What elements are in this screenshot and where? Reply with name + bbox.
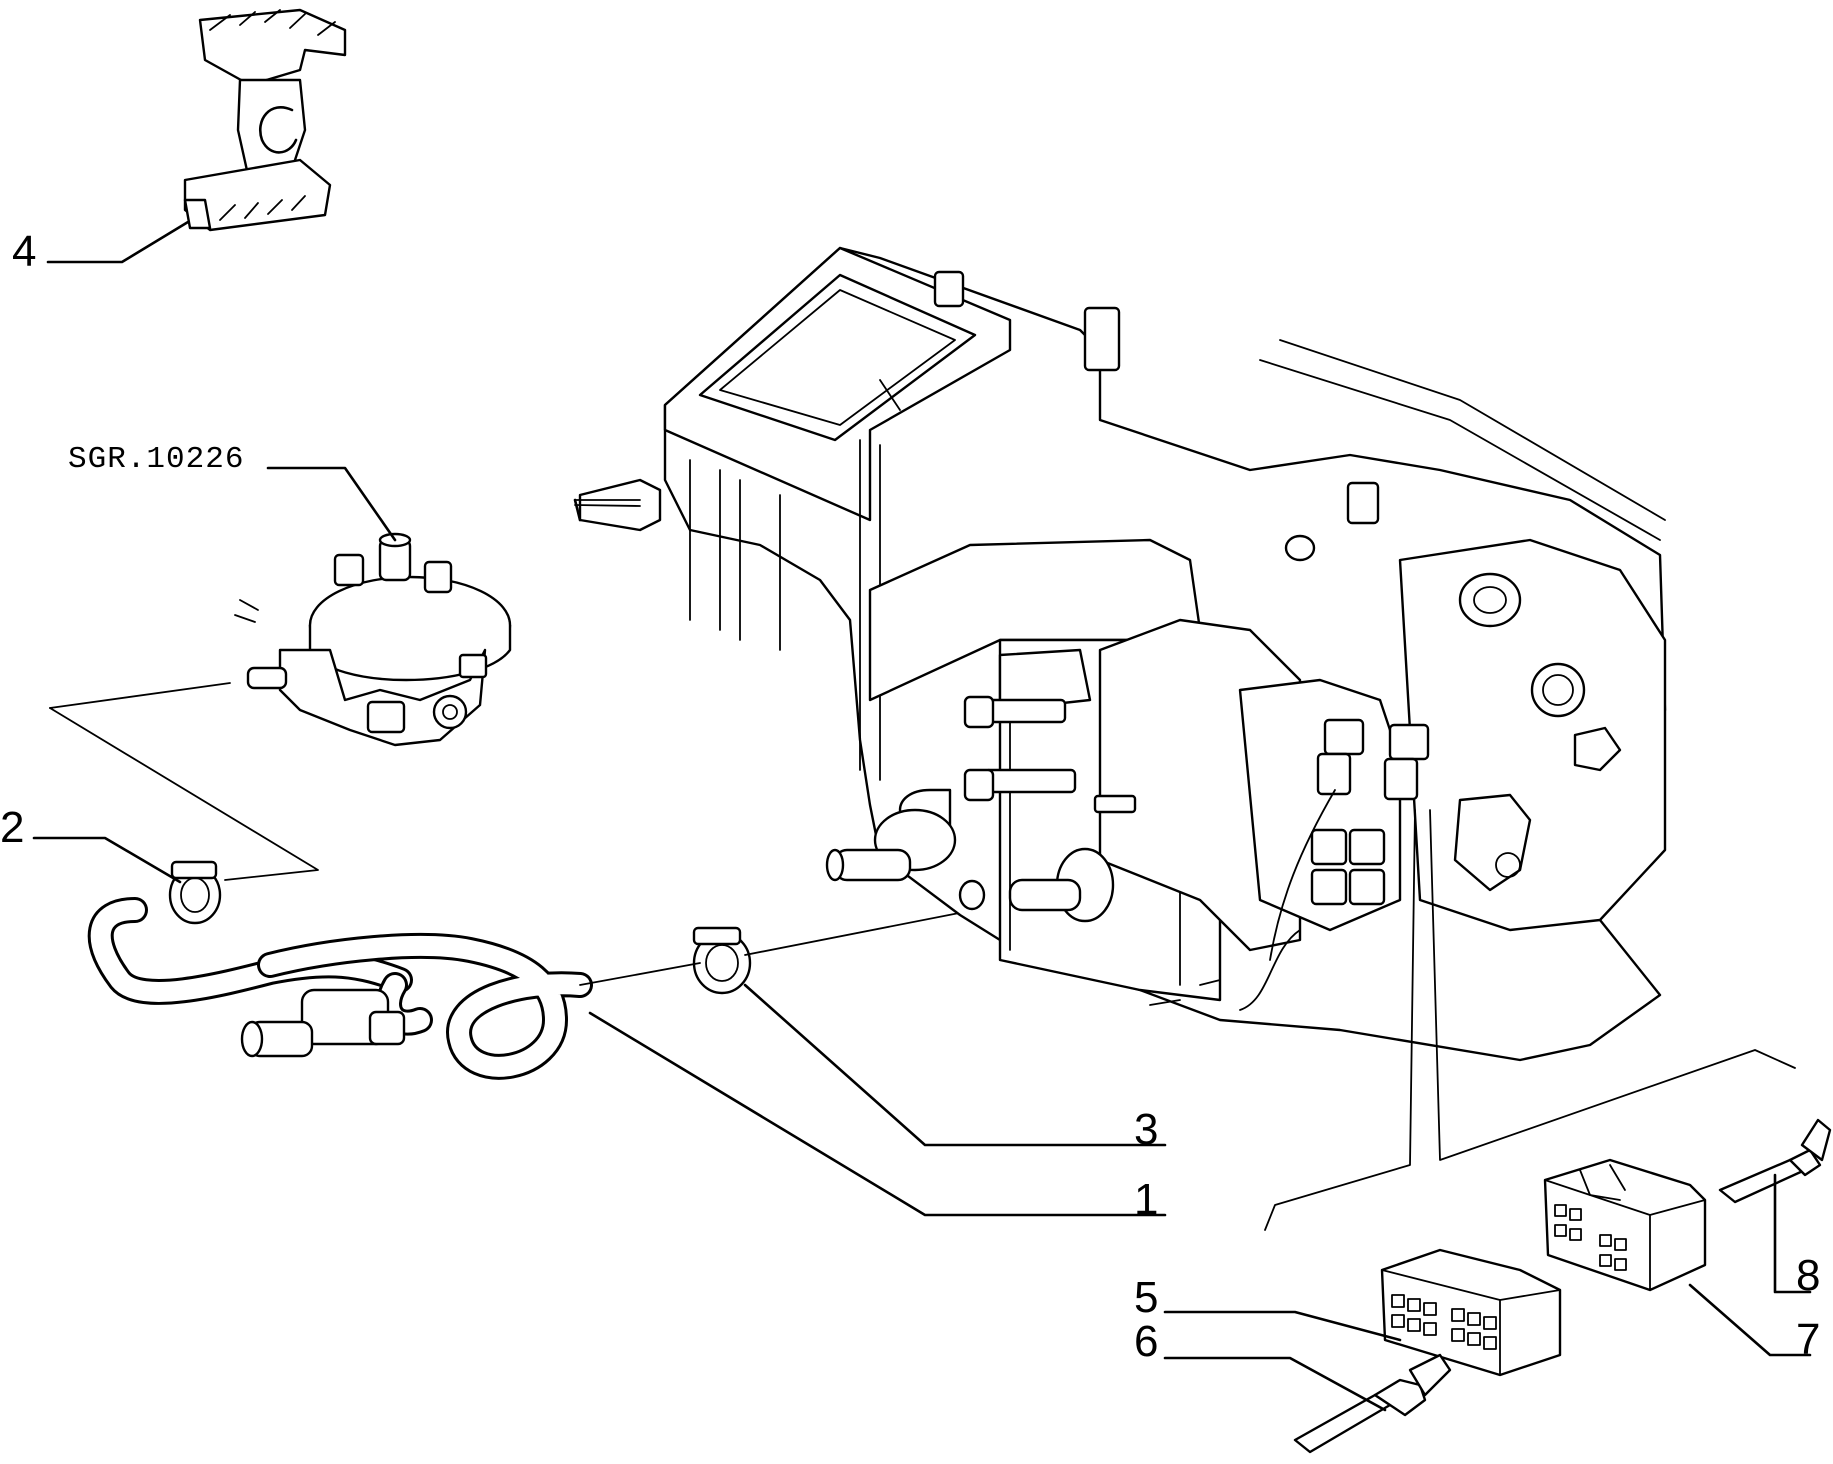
part-3-hose-clamp — [579, 904, 1001, 995]
callout-3: 3 — [1134, 1105, 1158, 1154]
part-5-connector-housing — [1380, 1248, 1562, 1377]
leader-lines — [32, 220, 1812, 1412]
callout-8: 8 — [1796, 1251, 1820, 1300]
part-7-connector-housing — [1543, 1158, 1707, 1292]
part-4-cable-clip — [183, 8, 347, 232]
callout-2: 2 — [0, 803, 24, 852]
callout-7: 7 — [1796, 1315, 1820, 1364]
part-6-terminal — [1293, 1353, 1452, 1454]
connector-5-pin-grid — [1391, 1294, 1497, 1350]
guide-lines-left — [49, 682, 319, 881]
throttle-body-assembly — [234, 532, 512, 747]
connector-guide-lines — [1264, 809, 1796, 1231]
part-2-hose-clamp — [168, 860, 222, 925]
callout-4: 4 — [12, 227, 36, 276]
part-1-heater-hose — [87, 897, 593, 1080]
callout-5: 5 — [1134, 1273, 1158, 1322]
callout-6: 6 — [1134, 1317, 1158, 1366]
reference-code-label: SGR.10226 — [68, 442, 244, 477]
connector-7-pin-grid — [1554, 1204, 1627, 1271]
part-8-terminal — [1718, 1118, 1832, 1204]
labels: SGR.10226 4 2 3 1 5 6 7 8 — [0, 227, 1820, 1366]
callout-1: 1 — [1134, 1175, 1158, 1224]
